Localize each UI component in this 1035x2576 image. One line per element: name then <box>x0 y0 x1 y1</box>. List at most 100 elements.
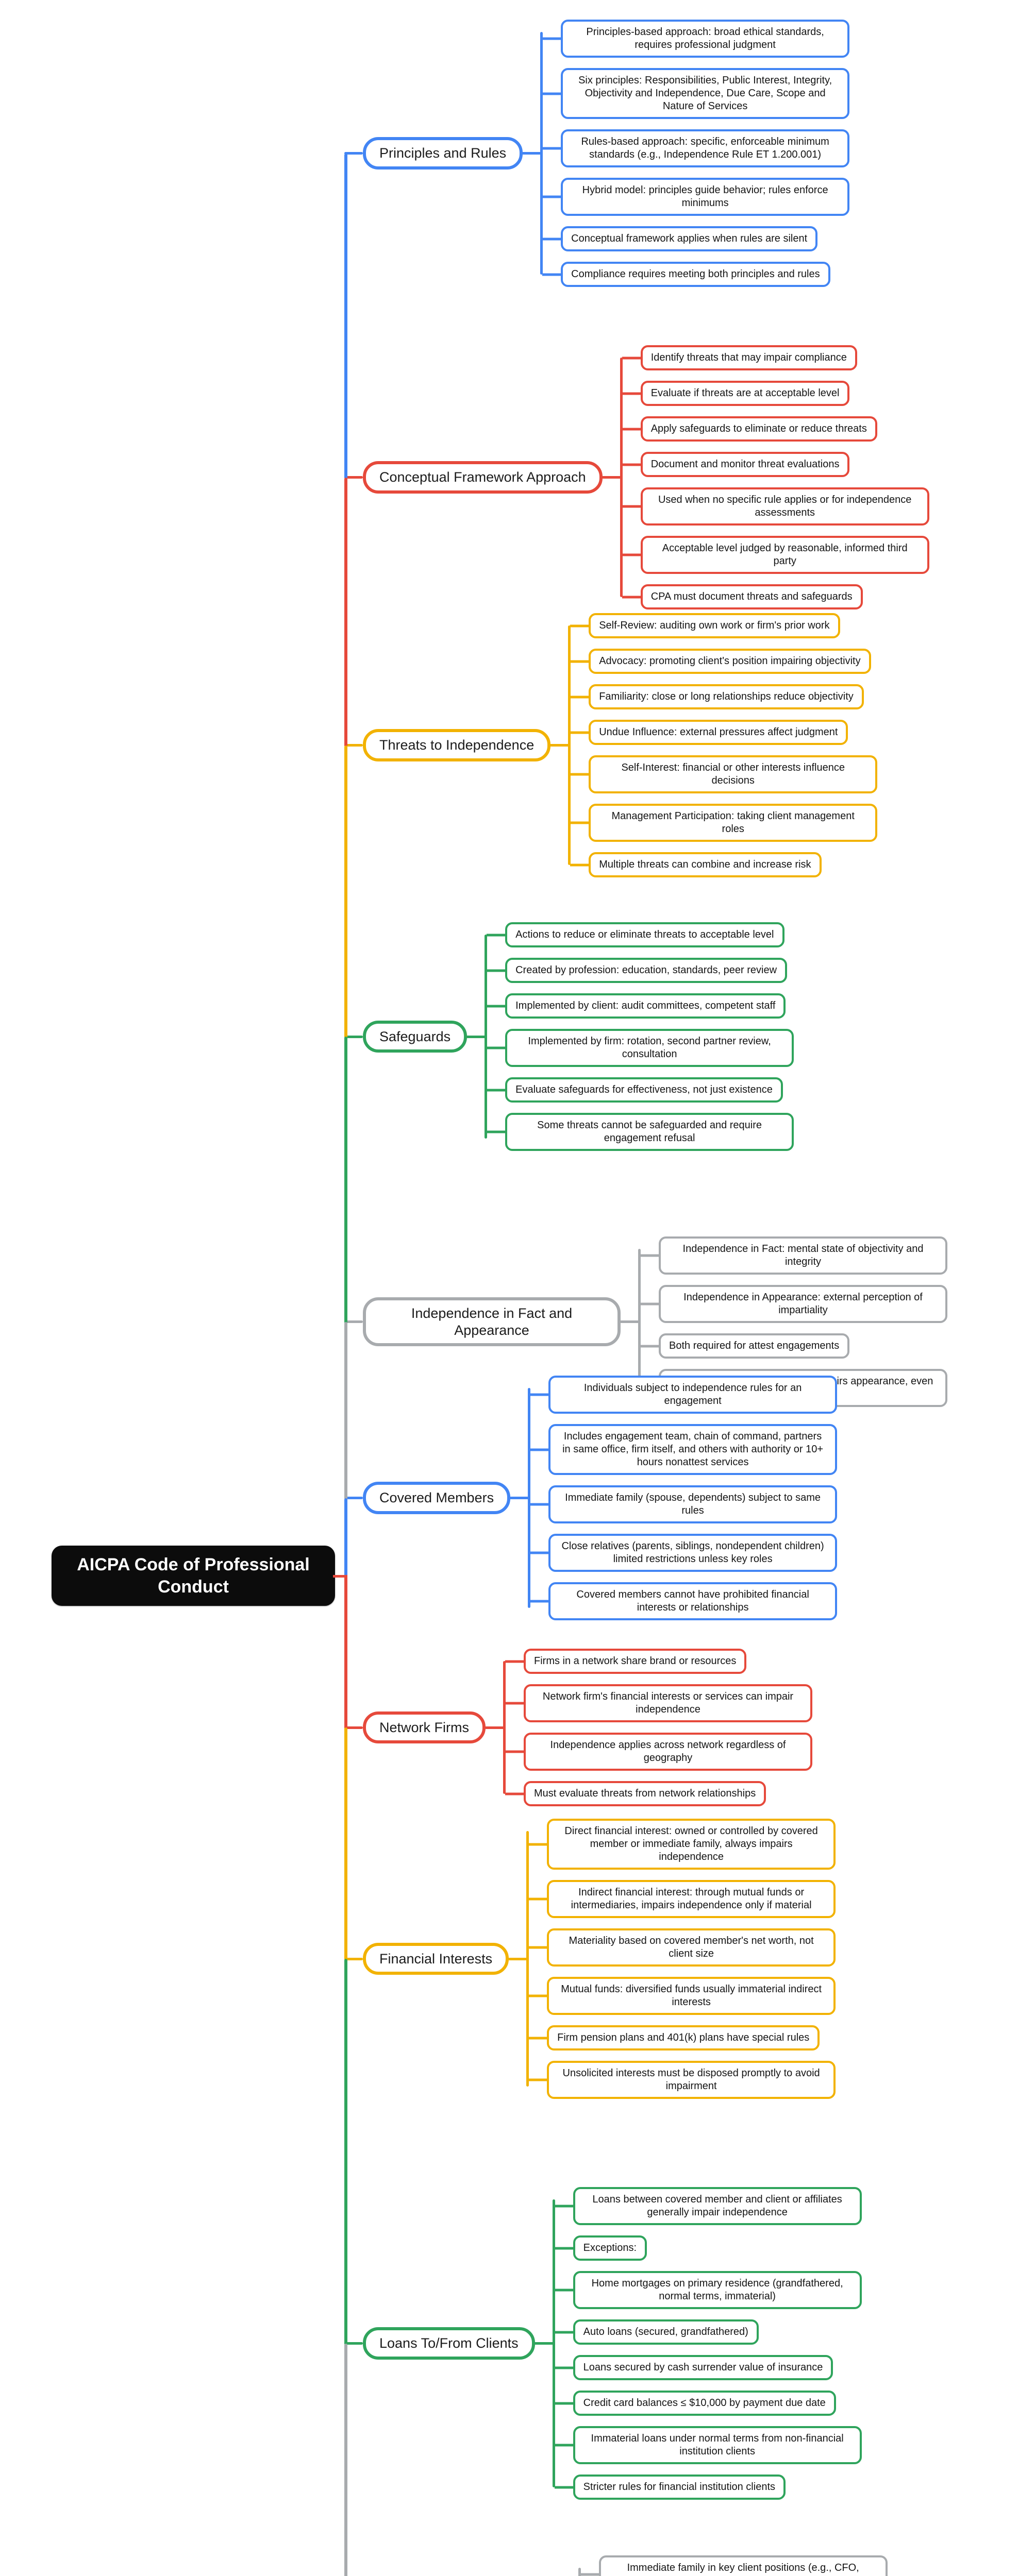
node-principles-and-rules-6[interactable]: Compliance requires meeting both princip… <box>561 262 830 287</box>
node-financial-interests-3[interactable]: Materiality based on covered member's ne… <box>547 1928 836 1967</box>
branch-label-safeguards[interactable]: Safeguards <box>363 1020 468 1053</box>
node-financial-interests-6[interactable]: Unsolicited interests must be disposed p… <box>547 2061 836 2099</box>
children-of-safeguards: Actions to reduce or eliminate threats t… <box>485 922 794 1151</box>
label-to-children-connector <box>523 152 541 155</box>
trunk-to-label-connector <box>344 1035 363 1038</box>
node-principles-and-rules-4[interactable]: Hybrid model: principles guide behavior;… <box>561 178 850 216</box>
branch-label-conceptual-framework-approach[interactable]: Conceptual Framework Approach <box>363 461 603 494</box>
node-financial-interests-1[interactable]: Direct financial interest: owned or cont… <box>547 1819 836 1870</box>
node-safeguards-5[interactable]: Evaluate safeguards for effectiveness, n… <box>505 1077 783 1103</box>
trunk-to-label-connector <box>344 1320 363 1323</box>
node-loans-to-from-clients-6[interactable]: Credit card balances ≤ $10,000 by paymen… <box>573 2391 836 2416</box>
branch-label-covered-members[interactable]: Covered Members <box>363 1482 511 1514</box>
trunk-segment-network-firms <box>344 1575 347 1729</box>
label-to-children-connector <box>509 1957 527 1960</box>
branch-principles-and-rules: Principles and Rules Principles-based app… <box>344 20 850 287</box>
children-of-loans-to-from-clients: Loans between covered member and client … <box>552 2187 862 2500</box>
trunk-to-label-connector <box>344 152 363 155</box>
label-to-children-connector <box>535 2342 553 2345</box>
label-to-children-connector <box>602 476 620 479</box>
node-financial-interests-5[interactable]: Firm pension plans and 401(k) plans have… <box>547 2025 820 2050</box>
label-to-children-connector <box>486 1726 503 1729</box>
node-conceptual-framework-approach-7[interactable]: CPA must document threats and safeguards <box>640 584 863 609</box>
node-conceptual-framework-approach-4[interactable]: Document and monitor threat evaluations <box>640 452 850 477</box>
trunk-to-label-connector <box>344 476 363 479</box>
node-loans-to-from-clients-8[interactable]: Stricter rules for financial institution… <box>573 2475 786 2500</box>
branch-conceptual-framework-approach: Conceptual Framework Approach Identify th… <box>344 345 929 609</box>
node-threats-to-independence-5[interactable]: Self-Interest: financial or other intere… <box>589 755 878 793</box>
node-covered-members-2[interactable]: Includes engagement team, chain of comma… <box>548 1424 838 1475</box>
branch-label-principles-and-rules[interactable]: Principles and Rules <box>363 137 523 170</box>
branch-network-firms: Network Firms Firms in a network share br… <box>344 1649 812 1806</box>
node-conceptual-framework-approach-5[interactable]: Used when no specific rule applies or fo… <box>640 487 929 526</box>
node-network-firms-2[interactable]: Network firm's financial interests or se… <box>524 1684 812 1722</box>
trunk-to-label-connector <box>344 1497 363 1499</box>
central-node[interactable]: AICPA Code of Professional Conduct <box>52 1546 335 1606</box>
node-loans-to-from-clients-7[interactable]: Immaterial loans under normal terms from… <box>573 2426 862 2464</box>
node-loans-to-from-clients-5[interactable]: Loans secured by cash surrender value of… <box>573 2355 833 2380</box>
node-safeguards-1[interactable]: Actions to reduce or eliminate threats t… <box>505 922 784 947</box>
node-threats-to-independence-7[interactable]: Multiple threats can combine and increas… <box>589 852 822 877</box>
branch-safeguards: Safeguards Actions to reduce or eliminate… <box>344 922 794 1151</box>
node-network-firms-3[interactable]: Independence applies across network rega… <box>524 1733 812 1771</box>
node-threats-to-independence-3[interactable]: Familiarity: close or long relationships… <box>589 684 864 709</box>
node-loans-to-from-clients-2[interactable]: Exceptions: <box>573 2235 647 2261</box>
label-to-children-connector <box>621 1320 638 1323</box>
children-of-financial-interests: Direct financial interest: owned or cont… <box>526 1819 836 2099</box>
node-principles-and-rules-1[interactable]: Principles-based approach: broad ethical… <box>561 20 850 58</box>
branch-financial-interests: Financial Interests Direct financial inte… <box>344 1819 836 2099</box>
node-financial-interests-2[interactable]: Indirect financial interest: through mut… <box>547 1880 836 1918</box>
trunk-segment-employment-relationships <box>344 2343 347 2576</box>
label-to-children-connector <box>550 744 569 747</box>
node-network-firms-4[interactable]: Must evaluate threats from network relat… <box>524 1781 766 1806</box>
node-safeguards-3[interactable]: Implemented by client: audit committees,… <box>505 993 786 1019</box>
branch-label-loans-to-from-clients[interactable]: Loans To/From Clients <box>363 2327 535 2360</box>
node-network-firms-1[interactable]: Firms in a network share brand or resour… <box>524 1649 747 1674</box>
node-conceptual-framework-approach-1[interactable]: Identify threats that may impair complia… <box>640 345 857 370</box>
central-to-trunk-connector <box>333 1574 347 1578</box>
node-principles-and-rules-3[interactable]: Rules-based approach: specific, enforcea… <box>561 129 850 167</box>
children-of-threats-to-independence: Self-Review: auditing own work or firm's… <box>568 613 878 877</box>
node-loans-to-from-clients-1[interactable]: Loans between covered member and client … <box>573 2187 862 2225</box>
node-employment-relationships-1[interactable]: Immediate family in key client positions… <box>598 2555 888 2576</box>
node-safeguards-6[interactable]: Some threats cannot be safeguarded and r… <box>505 1113 794 1151</box>
label-to-children-connector <box>510 1497 528 1499</box>
trunk-segment-loans-to-from-clients <box>344 1959 347 2345</box>
node-covered-members-5[interactable]: Covered members cannot have prohibited f… <box>548 1582 838 1620</box>
branch-label-threats-to-independence[interactable]: Threats to Independence <box>363 729 551 761</box>
node-principles-and-rules-5[interactable]: Conceptual framework applies when rules … <box>561 226 818 251</box>
node-threats-to-independence-1[interactable]: Self-Review: auditing own work or firm's… <box>589 613 840 638</box>
node-covered-members-4[interactable]: Close relatives (parents, siblings, nond… <box>548 1534 838 1572</box>
branch-label-independence-in-fact-and-appearance[interactable]: Independence in Fact and Appearance <box>363 1297 621 1347</box>
node-conceptual-framework-approach-2[interactable]: Evaluate if threats are at acceptable le… <box>640 381 850 406</box>
trunk-segment-principles-and-rules <box>344 153 347 479</box>
node-covered-members-3[interactable]: Immediate family (spouse, dependents) su… <box>548 1485 838 1523</box>
node-principles-and-rules-2[interactable]: Six principles: Responsibilities, Public… <box>561 68 850 119</box>
node-threats-to-independence-4[interactable]: Undue Influence: external pressures affe… <box>589 720 848 745</box>
node-loans-to-from-clients-4[interactable]: Auto loans (secured, grandfathered) <box>573 2319 759 2345</box>
children-of-principles-and-rules: Principles-based approach: broad ethical… <box>540 20 850 287</box>
node-financial-interests-4[interactable]: Mutual funds: diversified funds usually … <box>547 1977 836 2015</box>
node-threats-to-independence-2[interactable]: Advocacy: promoting client's position im… <box>589 649 871 674</box>
branch-employment-relationships: Employment RelationshipsImmediate family… <box>344 2555 888 2576</box>
node-independence-in-fact-and-appearance-1[interactable]: Independence in Fact: mental state of ob… <box>659 1236 947 1275</box>
node-conceptual-framework-approach-3[interactable]: Apply safeguards to eliminate or reduce … <box>640 416 877 442</box>
trunk-to-label-connector <box>344 2342 363 2345</box>
branch-label-network-firms[interactable]: Network Firms <box>363 1711 486 1744</box>
node-safeguards-2[interactable]: Created by profession: education, standa… <box>505 958 788 983</box>
children-of-network-firms: Firms in a network share brand or resour… <box>503 1649 812 1806</box>
node-covered-members-1[interactable]: Individuals subject to independence rule… <box>548 1376 838 1414</box>
node-independence-in-fact-and-appearance-3[interactable]: Both required for attest engagements <box>659 1333 850 1359</box>
trunk-to-label-connector <box>344 744 363 747</box>
node-independence-in-fact-and-appearance-2[interactable]: Independence in Appearance: external per… <box>659 1285 947 1323</box>
node-conceptual-framework-approach-6[interactable]: Acceptable level judged by reasonable, i… <box>640 536 929 574</box>
node-threats-to-independence-6[interactable]: Management Participation: taking client … <box>589 804 878 842</box>
branch-covered-members: Covered Members Individuals subject to in… <box>344 1376 838 1620</box>
branch-label-financial-interests[interactable]: Financial Interests <box>363 1942 509 1975</box>
node-safeguards-4[interactable]: Implemented by firm: rotation, second pa… <box>505 1029 794 1067</box>
node-loans-to-from-clients-3[interactable]: Home mortgages on primary residence (gra… <box>573 2271 862 2309</box>
branch-loans-to-from-clients: Loans To/From Clients Loans between cover… <box>344 2187 862 2500</box>
trunk-segment-independence-in-fact-and-appearance <box>344 1321 347 1500</box>
trunk-segment-covered-members <box>344 1498 347 1578</box>
branch-threats-to-independence: Threats to Independence Self-Review: audi… <box>344 613 878 877</box>
